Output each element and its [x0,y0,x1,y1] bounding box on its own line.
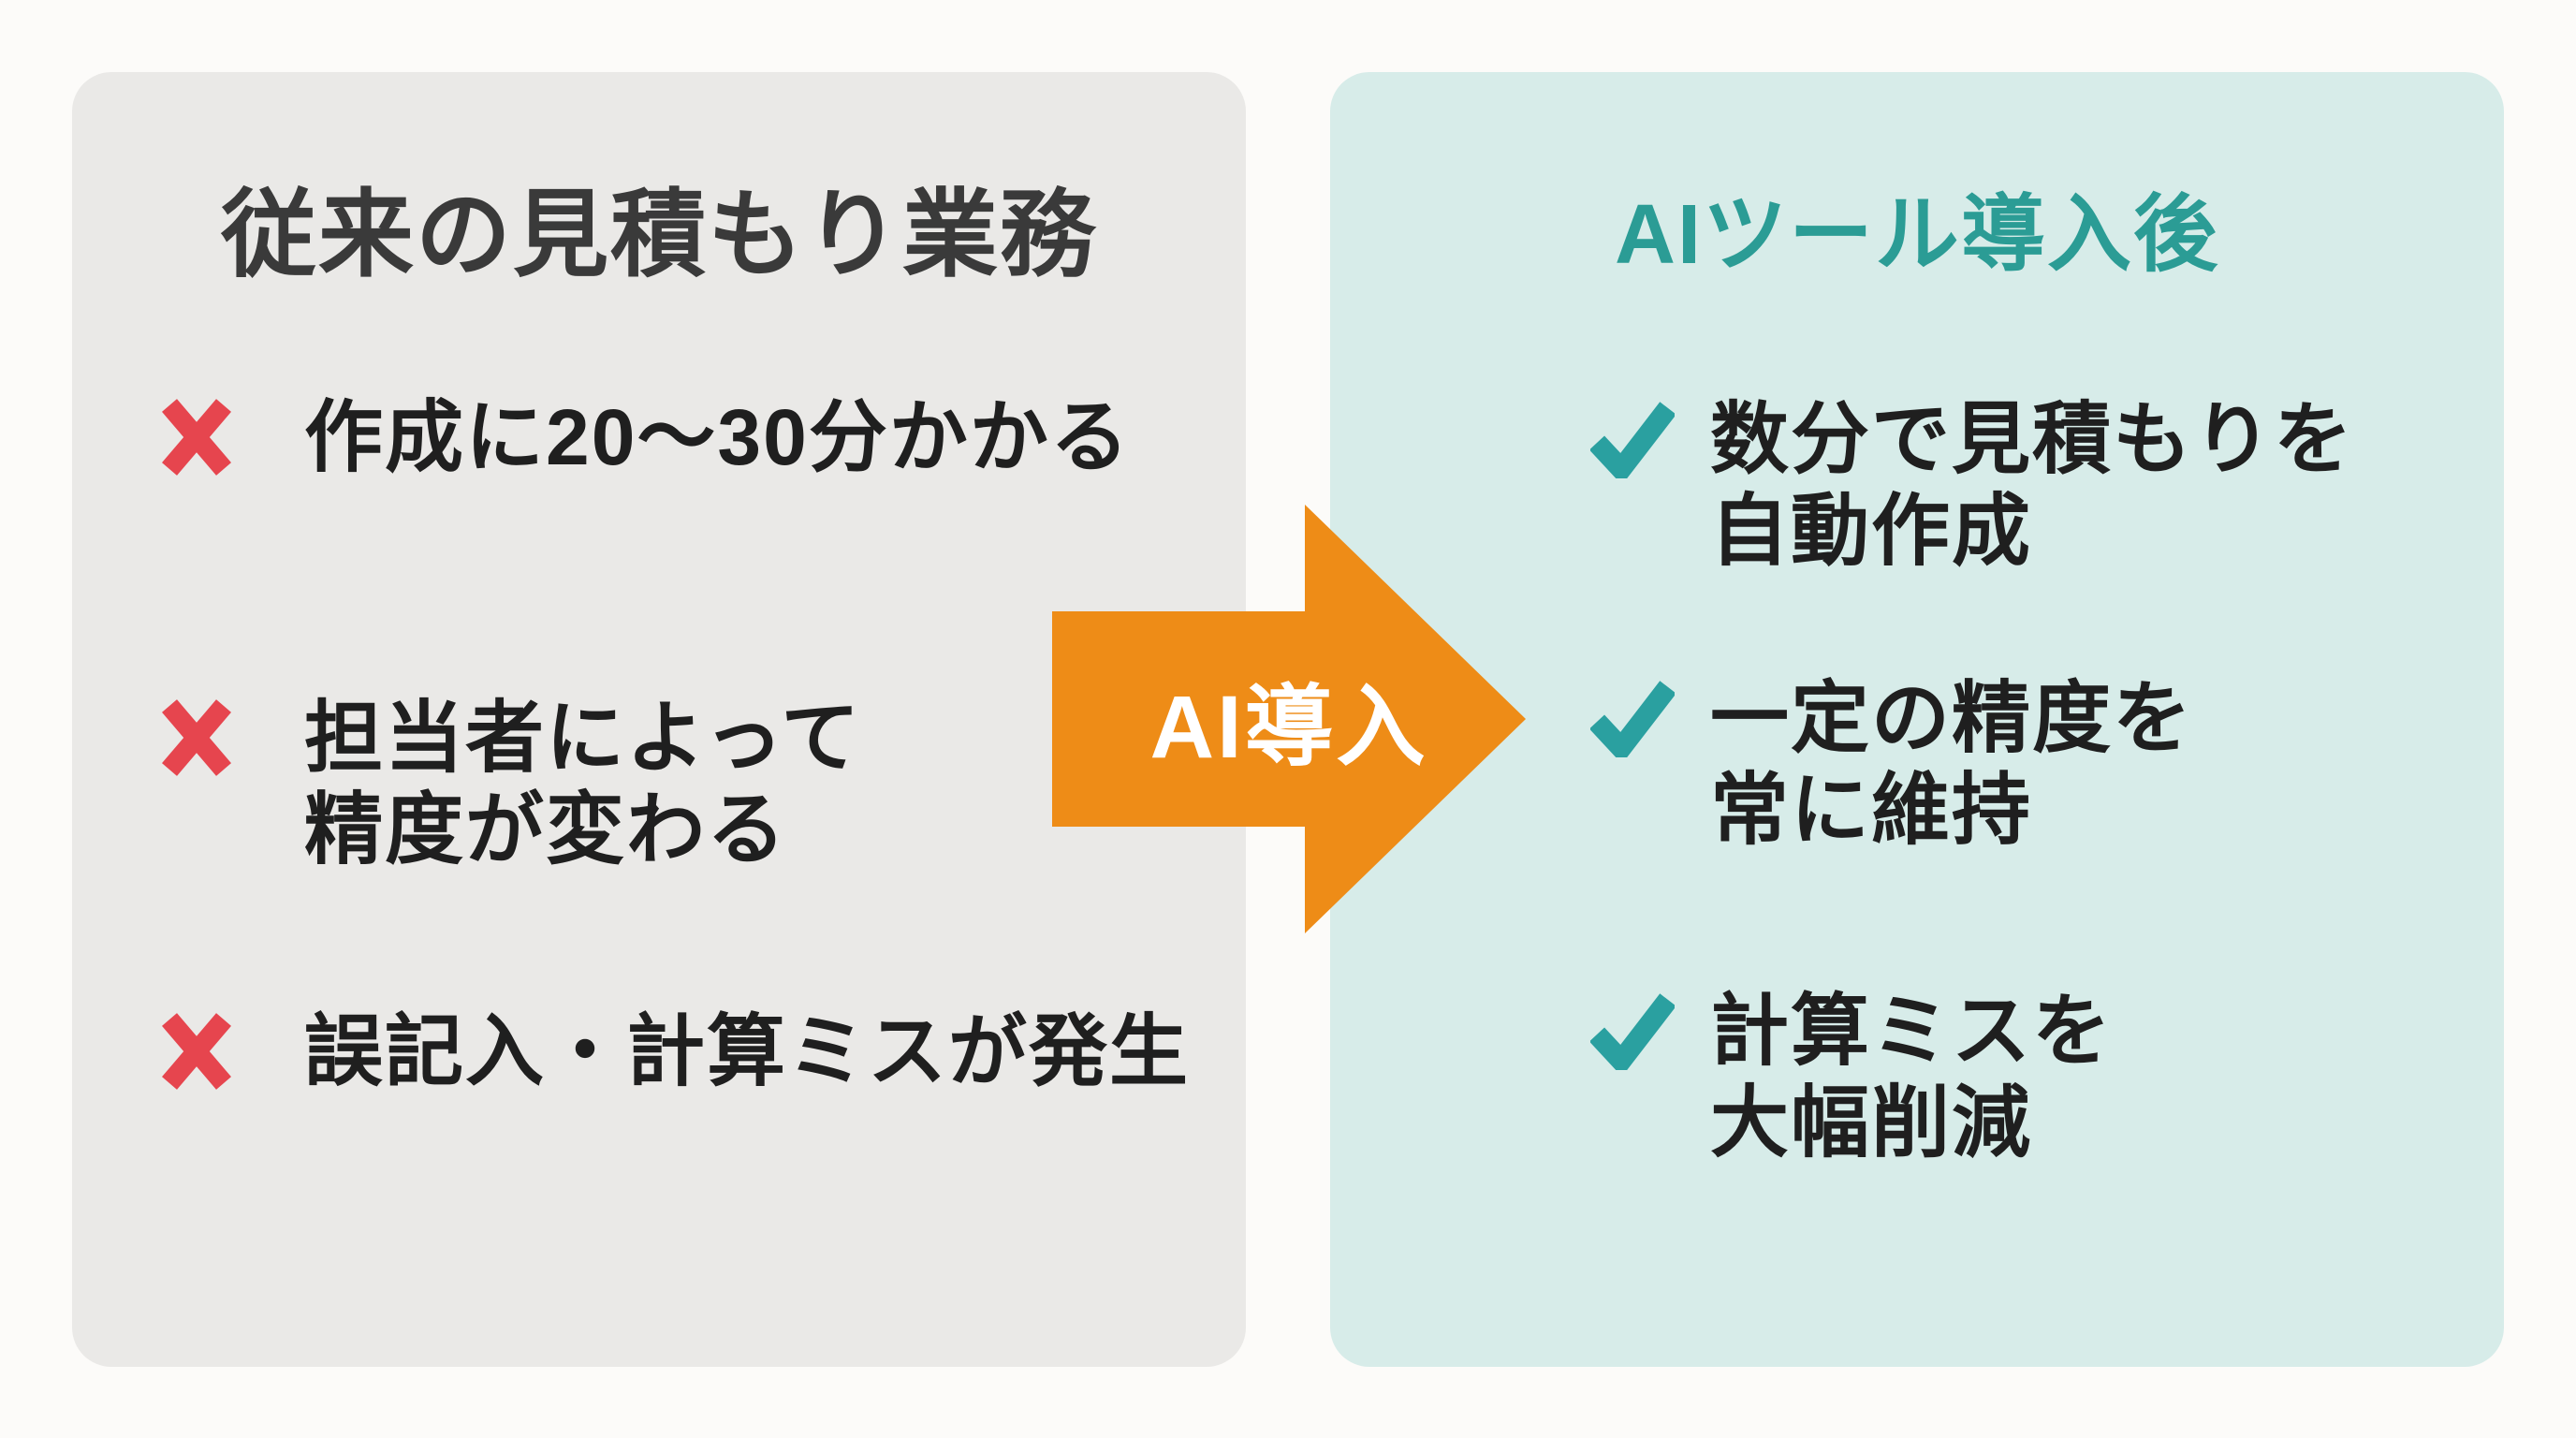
after-item-1-text: 数分で見積もりを 自動作成 [1710,395,2355,575]
after-item-2: 一定の精度を 常に維持 [1590,672,2193,856]
check-icon [1590,672,1675,764]
cross-icon [162,391,231,483]
before-item-2: 担当者によって 精度が変わる [162,692,861,875]
after-item-1: 数分で見積もりを 自動作成 [1590,393,2354,577]
before-item-1: 作成に20〜30分かかる [162,391,1131,483]
before-item-3: 誤記入・計算ミスが発生 [162,1005,1190,1097]
check-icon [1590,985,1675,1077]
arrow-label: AI導入 [1149,677,1428,777]
after-title: AIツール導入後 [1615,188,2219,282]
before-item-2-text: 担当者によって 精度が変わる [304,694,862,873]
panel-after: AIツール導入後 数分で見積もりを 自動作成 一定の精度を 常に維持 [1330,72,2504,1367]
arrow-right-shape [1052,505,1526,933]
before-title: 従来の見積もり業務 [221,182,1097,288]
cross-icon [162,692,231,784]
before-item-3-text: 誤記入・計算ミスが発生 [304,1007,1191,1095]
after-item-3: 計算ミスを 大幅削減 [1590,985,2113,1168]
transition-arrow: AI導入 [1052,505,1526,933]
before-item-1-text: 作成に20〜30分かかる [304,393,1131,481]
after-item-2-text: 一定の精度を 常に維持 [1710,674,2194,854]
check-icon [1590,393,1675,485]
panel-before: 従来の見積もり業務 作成に20〜30分かかる 担当者によって [72,72,1246,1367]
cross-icon [162,1005,231,1097]
after-item-3-text: 計算ミスを 大幅削減 [1710,987,2114,1167]
